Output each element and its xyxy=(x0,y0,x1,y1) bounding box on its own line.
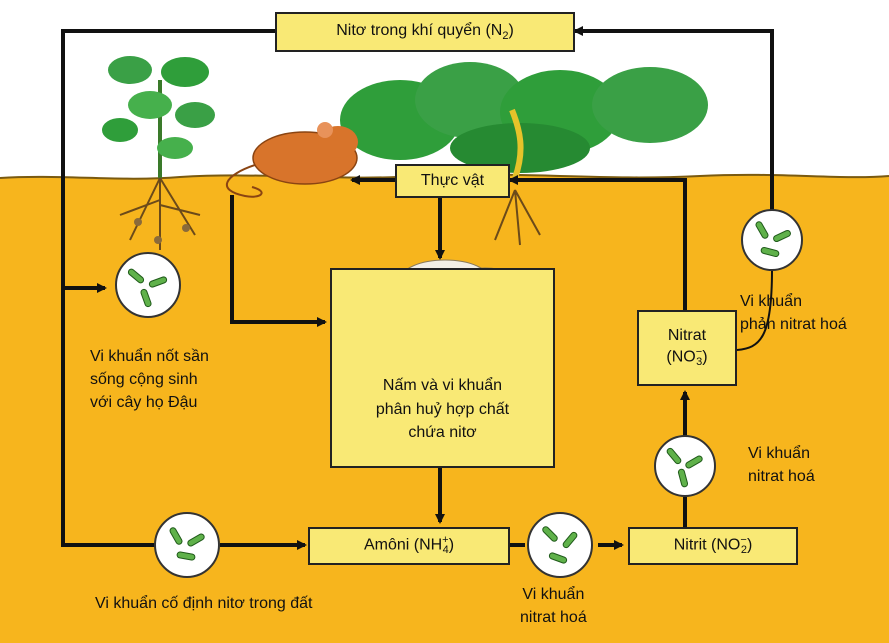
plants-box: Thực vật xyxy=(395,164,510,198)
ammonium-box: Amôni (NH+4) xyxy=(308,527,510,565)
arrow-denitrification xyxy=(573,26,774,210)
plants-label: Thực vật xyxy=(420,172,485,189)
decomposers-label: Nấm và vi khuẩn phân huỷ hợp chất chứa n… xyxy=(375,377,510,441)
cycle-arrows xyxy=(61,26,774,550)
nitrite-label: Nitrit (NO−2) xyxy=(673,533,753,557)
nitrifying-bacteria-right-label: Vi khuẩn nitrat hoá xyxy=(748,445,815,486)
nitrite-box: Nitrit (NO−2) xyxy=(628,527,798,565)
nitrate-box: Nitrat (NO−3) xyxy=(637,310,737,386)
fixing-bacteria-label: Vi khuẩn cố định nitơ trong đất xyxy=(95,595,313,612)
decomposers-box: Nấm và vi khuẩn phân huỷ hợp chất chứa n… xyxy=(330,268,555,468)
nitrifying-bacteria-bottom-label: Vi khuẩn nitrat hoá xyxy=(520,586,587,627)
atmosphere-box: Nitơ trong khí quyển (N2) xyxy=(275,12,575,52)
bacteria-icon xyxy=(527,512,593,578)
ammonium-label: Amôni (NH+4) xyxy=(363,533,455,557)
bean-plant-icon xyxy=(102,56,215,250)
bacteria-icon xyxy=(654,435,716,497)
nodule-bacteria-label: Vi khuẩn nốt sần sống cộng sinh với cây … xyxy=(90,348,209,412)
nitrate-label: Nitrat (NO−3) xyxy=(666,326,708,369)
bacteria-icon xyxy=(154,512,220,578)
bacteria-icon xyxy=(741,209,803,271)
bacteria-icon xyxy=(115,252,181,318)
mouse-icon xyxy=(225,122,358,198)
atmosphere-label: Nitơ trong khí quyển (N2) xyxy=(336,21,514,42)
arrow-mouse-to-decomposers xyxy=(230,195,327,327)
arrow-nitrate-to-plants xyxy=(508,175,687,310)
denitrifying-bacteria-label: Vi khuẩn phản nitrat hoá xyxy=(740,293,847,334)
pumpkin-plant-icon xyxy=(340,62,708,246)
